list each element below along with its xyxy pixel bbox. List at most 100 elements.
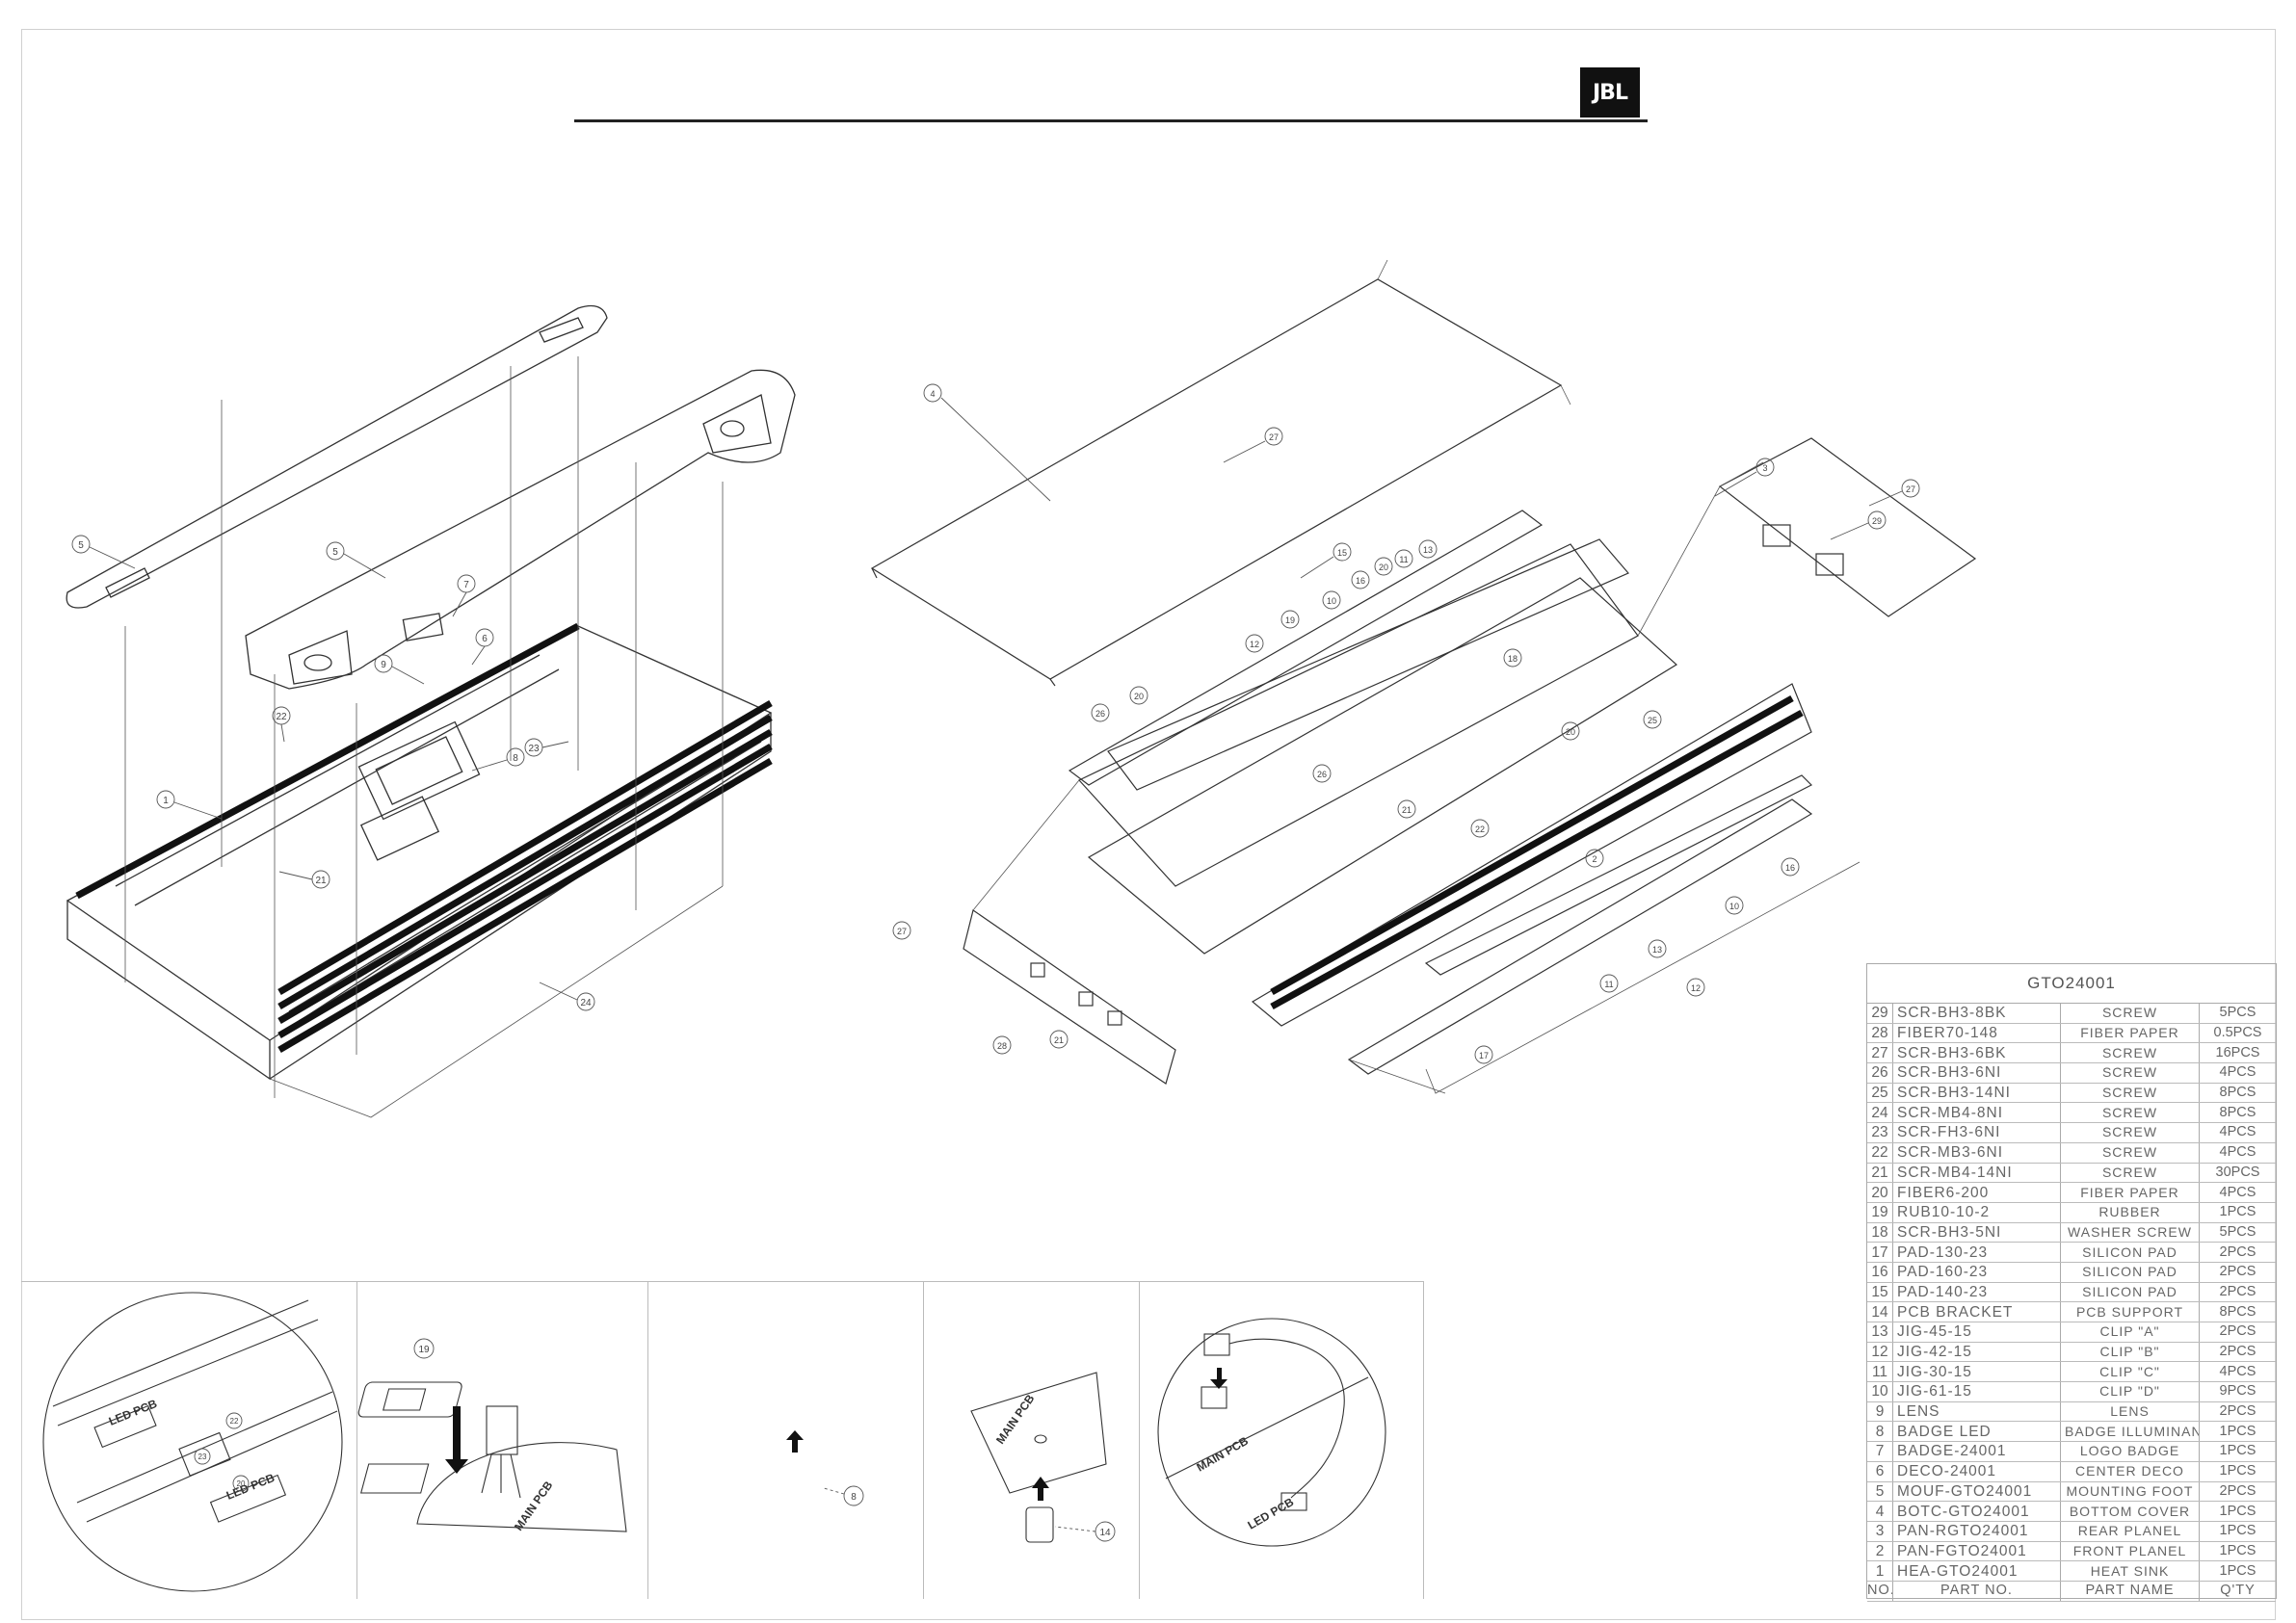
callout-right-18: 20 <box>1566 727 1575 737</box>
callout-left-5: 9 <box>381 660 386 670</box>
bom-cell-part-no: SCR-MB3-6NI <box>1892 1142 2061 1164</box>
callout-right-1: 4 <box>930 389 935 399</box>
bom-cell-no: 29 <box>1867 1004 1893 1024</box>
bom-cell-no: 22 <box>1867 1142 1893 1164</box>
bom-cell-part-name: SCREW <box>2060 1102 2200 1124</box>
bom-cell-no: 1 <box>1867 1560 1893 1582</box>
bom-cell-part-name: LENS <box>2060 1401 2200 1423</box>
bom-cell-no: 6 <box>1867 1461 1893 1482</box>
rear-panel <box>1718 437 1977 617</box>
bom-cell-part-name: SILICON PAD <box>2060 1262 2200 1283</box>
bom-cell-no: 15 <box>1867 1282 1893 1303</box>
callout-right-3: 3 <box>1762 463 1767 473</box>
main-pcb-half-disc <box>416 1442 627 1532</box>
bom-cell-part-name: PCB SUPPORT <box>2060 1301 2200 1322</box>
bom-cell-part-no: HEA-GTO24001 <box>1892 1560 2061 1582</box>
callout-right-8: 11 <box>1399 555 1408 564</box>
bom-cell-qty: 2PCS <box>2199 1282 2276 1303</box>
callout-right-28: 11 <box>1604 980 1613 989</box>
callout-right-25: 21 <box>1054 1035 1064 1045</box>
bom-cell-part-no: JIG-42-15 <box>1892 1342 2061 1363</box>
bom-cell-part-name: CLIP "B" <box>2060 1342 2200 1363</box>
bom-cell-qty: 1PCS <box>2199 1541 2276 1562</box>
front-panel <box>963 909 1176 1085</box>
callout-left-9: 1 <box>163 796 169 806</box>
bom-cell-part-no: SCR-BH3-14NI <box>1892 1083 2061 1104</box>
bom-cell-part-no: PAD-130-23 <box>1892 1242 2061 1263</box>
bom-cell-no: 20 <box>1867 1182 1893 1203</box>
transistor <box>486 1405 518 1455</box>
callout-right-31: 17 <box>1479 1051 1489 1060</box>
bom-cell-no: 2 <box>1867 1541 1893 1562</box>
bom-cell-no: 24 <box>1867 1102 1893 1124</box>
callout-right-21: 22 <box>1475 825 1485 834</box>
callout-left-7: 8 <box>513 753 518 764</box>
callout-right-7: 20 <box>1379 563 1388 572</box>
callout-right-17: 25 <box>1648 716 1657 725</box>
bom-cell-no: 23 <box>1867 1122 1893 1143</box>
bom-cell-no: 27 <box>1867 1042 1893 1064</box>
callout-right-29: 10 <box>1729 902 1739 911</box>
detail-led-pcb-label: LED PCB <box>1246 1495 1297 1532</box>
mounting-foot-top <box>66 304 608 609</box>
bom-cell-qty: 2PCS <box>2199 1322 2276 1343</box>
callout-left-10: 21 <box>315 876 327 886</box>
bom-cell-part-no: SCR-BH3-8BK <box>1892 1004 2061 1024</box>
detail-led-pcb-label: LED PCB <box>224 1471 277 1503</box>
bom-cell-qty: 4PCS <box>2199 1062 2276 1084</box>
callout-left-1: 5 <box>78 540 84 551</box>
logo-badge <box>402 613 444 641</box>
bom-cell-part-no: BOTC-GTO24001 <box>1892 1501 2061 1522</box>
bom-cell-part-no: JIG-45-15 <box>1892 1322 2061 1343</box>
bom-cell-qty: 1PCS <box>2199 1521 2276 1542</box>
callout-detail-2: 8 <box>851 1492 857 1503</box>
bom-cell-part-name: SILICON PAD <box>2060 1282 2200 1303</box>
bom-cell-part-no: DECO-24001 <box>1892 1461 2061 1482</box>
bom-cell-part-name: CLIP "A" <box>2060 1322 2200 1343</box>
bom-cell-qty: 1PCS <box>2199 1441 2276 1462</box>
callout-right-15: 26 <box>1095 709 1105 719</box>
bom-cell-no: 26 <box>1867 1062 1893 1084</box>
callout-right-22: 2 <box>1592 854 1597 864</box>
bom-cell-qty: 4PCS <box>2199 1142 2276 1164</box>
bom-cell-part-name: WASHER SCREW <box>2060 1222 2200 1243</box>
detail-separator <box>356 1282 357 1599</box>
bom-cell-part-no: PCB BRACKET <box>1892 1301 2061 1322</box>
bom-cell-qty: 16PCS <box>2199 1042 2276 1064</box>
detail-connector-circle <box>1157 1318 1386 1547</box>
bom-cell-qty: 30PCS <box>2199 1163 2276 1184</box>
bom-cell-part-name: SCREW <box>2060 1004 2200 1024</box>
callout-right-16: 18 <box>1508 654 1517 664</box>
pcb-bracket-disc <box>970 1372 1107 1494</box>
bom-cell-no: 9 <box>1867 1401 1893 1423</box>
callout-right-11: 16 <box>1356 576 1365 586</box>
callout-right-4: 27 <box>1906 484 1915 494</box>
bom-cell-no: 7 <box>1867 1441 1893 1462</box>
bom-cell-part-no: PAN-RGTO24001 <box>1892 1521 2061 1542</box>
bom-header-row: NO. PART NO. PART NAME Q'TY <box>1867 1581 2276 1602</box>
bom-cell-part-no: SCR-BH3-5NI <box>1892 1222 2061 1243</box>
bom-cell-qty: 2PCS <box>2199 1342 2276 1363</box>
callout-left-6: 22 <box>276 712 287 722</box>
bom-cell-no: 13 <box>1867 1322 1893 1343</box>
bom-cell-part-no: BADGE-24001 <box>1892 1441 2061 1462</box>
bom-cell-no: 12 <box>1867 1342 1893 1363</box>
bom-cell-part-name: SCREW <box>2060 1042 2200 1064</box>
bom-cell-no: 17 <box>1867 1242 1893 1263</box>
bom-cell-no: 11 <box>1867 1361 1893 1383</box>
drawing-frame <box>21 29 2276 1620</box>
bom-cell-part-name: SCREW <box>2060 1083 2200 1104</box>
